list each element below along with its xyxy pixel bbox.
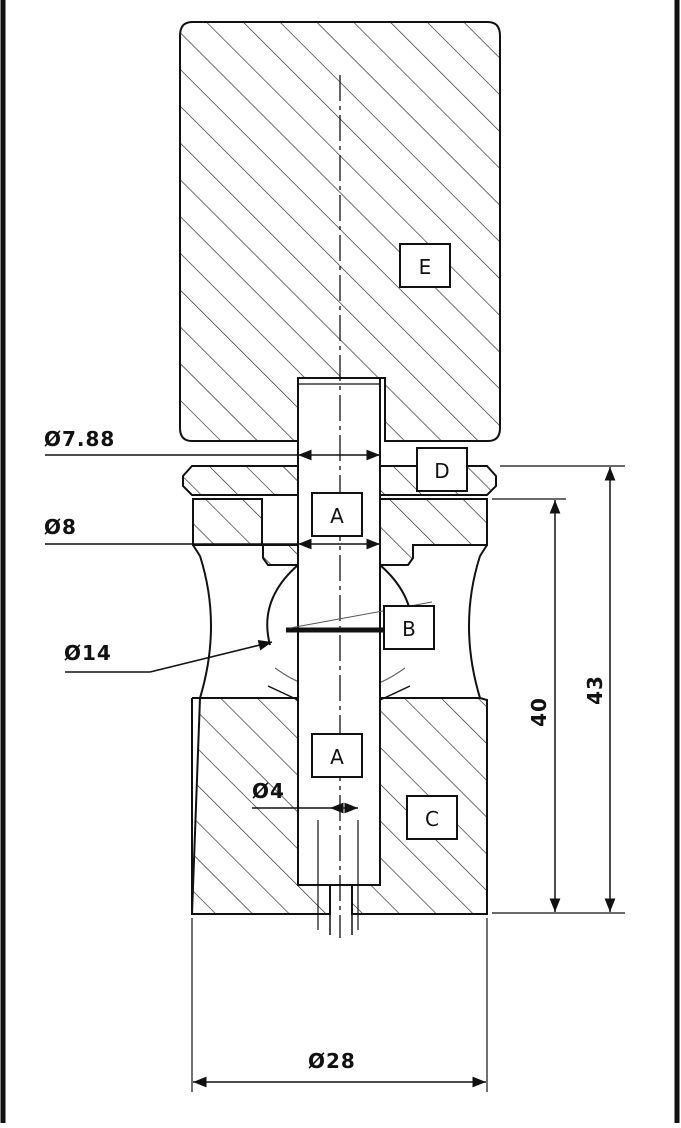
dim-28: Ø28 <box>191 918 488 1092</box>
dim-8-label: Ø8 <box>44 515 77 539</box>
label-a-lower: A <box>311 733 363 778</box>
dim-14: Ø14 <box>64 639 273 673</box>
dim-28-label: Ø28 <box>308 1049 356 1073</box>
dim-43: 43 <box>500 465 625 912</box>
svg-text:A: A <box>330 504 344 528</box>
part-e-block <box>179 21 501 442</box>
pin-a-shaft <box>297 377 381 935</box>
dim-7-88-label: Ø7.88 <box>44 427 115 451</box>
svg-text:A: A <box>330 745 344 769</box>
dim-4: Ø4 <box>252 779 359 930</box>
dim-14-label: Ø14 <box>64 641 112 665</box>
svg-text:E: E <box>419 255 432 279</box>
dim-7-88: Ø7.88 <box>44 427 380 461</box>
label-d: D <box>416 447 468 492</box>
dim-40: 40 <box>492 498 625 914</box>
label-b: B <box>383 605 435 650</box>
svg-text:B: B <box>402 617 416 641</box>
upper-guide-body <box>192 498 488 566</box>
svg-text:D: D <box>434 459 449 483</box>
dim-4-label: Ø4 <box>252 779 285 803</box>
dim-43-label: 43 <box>583 675 607 705</box>
label-e: E <box>399 243 451 288</box>
dim-8: Ø8 <box>44 515 380 550</box>
label-c: C <box>406 795 458 840</box>
label-a-upper: A <box>311 492 363 537</box>
dim-40-label: 40 <box>527 697 551 727</box>
svg-text:C: C <box>425 807 439 831</box>
